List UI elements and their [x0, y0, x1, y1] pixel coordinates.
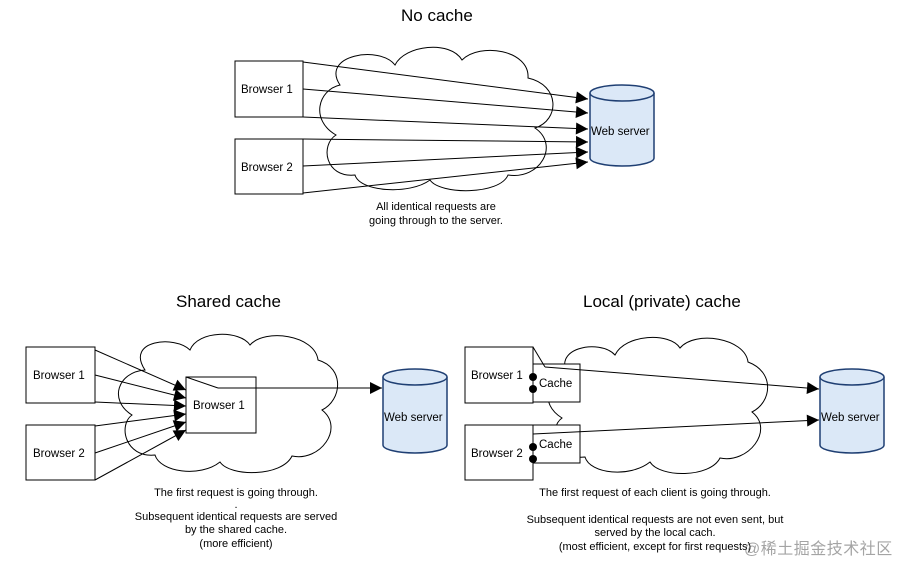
- connection-dots: [529, 373, 537, 463]
- web-server-label: Web server: [821, 412, 880, 424]
- web-server-label: Web server: [384, 412, 443, 424]
- no-cache-caption: All identical requests are going through…: [336, 201, 536, 228]
- browser-2-box: [464, 424, 534, 481]
- network-cloud: [319, 46, 554, 192]
- caption-line: The first request of each client is goin…: [539, 487, 771, 499]
- caption-line: Subsequent identical requests are not ev…: [526, 513, 784, 526]
- request-arrows: [302, 61, 589, 194]
- local-cache-caption: The first request of each client is goin…: [485, 487, 825, 554]
- browser-1-box: [25, 346, 96, 404]
- browser-2-box: [234, 138, 304, 195]
- caption-line: Subsequent identical requests are served: [134, 510, 338, 523]
- browser-1-box: [464, 346, 534, 404]
- watermark: @稀土掘金技术社区: [744, 541, 893, 558]
- request-arrows: [532, 346, 820, 435]
- shared-cache-panel: Browser 1 Browser 2 Browser 1 Web server: [25, 333, 448, 481]
- local-cache-2-box: [532, 424, 581, 464]
- local-cache-2-label: Cache: [539, 439, 572, 451]
- caption-line: .: [234, 498, 238, 511]
- network-cloud: [547, 337, 769, 474]
- browser-2-label: Browser 2: [241, 162, 293, 174]
- no-cache-panel: Browser 1 Browser 2 Web server: [234, 46, 655, 195]
- shared-cache-label: Browser 1: [193, 400, 245, 412]
- caption-line: (more efficient): [199, 537, 273, 550]
- shared-cache-title: Shared cache: [176, 292, 281, 311]
- caption-line: All identical requests are: [376, 201, 496, 213]
- browser-1-label: Browser 1: [241, 84, 293, 96]
- caption-line: going through to the server.: [369, 214, 503, 227]
- shared-cache-box: [185, 376, 257, 434]
- shared-cache-caption: The first request is going through. . Su…: [106, 487, 366, 551]
- browser-2-label: Browser 2: [33, 448, 85, 460]
- browser-2-label: Browser 2: [471, 448, 523, 460]
- browser-1-label: Browser 1: [33, 370, 85, 382]
- caption-line: (most efficient, except for first reques…: [558, 540, 752, 553]
- local-cache-1-box: [532, 363, 581, 403]
- caption-line: served by the local cach.: [594, 527, 716, 539]
- caption-line: [485, 501, 825, 514]
- web-server-cylinder: Web server: [382, 368, 448, 454]
- browser-2-box: [25, 424, 96, 481]
- no-cache-title: No cache: [401, 6, 473, 25]
- caption-line: The first request is going through.: [154, 487, 318, 499]
- browser-1-label: Browser 1: [471, 370, 523, 382]
- web-server-cylinder: Web server: [589, 84, 655, 167]
- local-cache-title: Local (private) cache: [583, 292, 741, 311]
- request-arrows: [94, 349, 382, 481]
- web-server-cylinder: Web server: [819, 368, 885, 454]
- web-server-label: Web server: [591, 126, 650, 138]
- caption-line: by the shared cache.: [184, 524, 288, 536]
- local-cache-panel: Cache Cache Browser 1 Browser 2 Web serv…: [464, 337, 885, 481]
- local-cache-1-label: Cache: [539, 378, 572, 390]
